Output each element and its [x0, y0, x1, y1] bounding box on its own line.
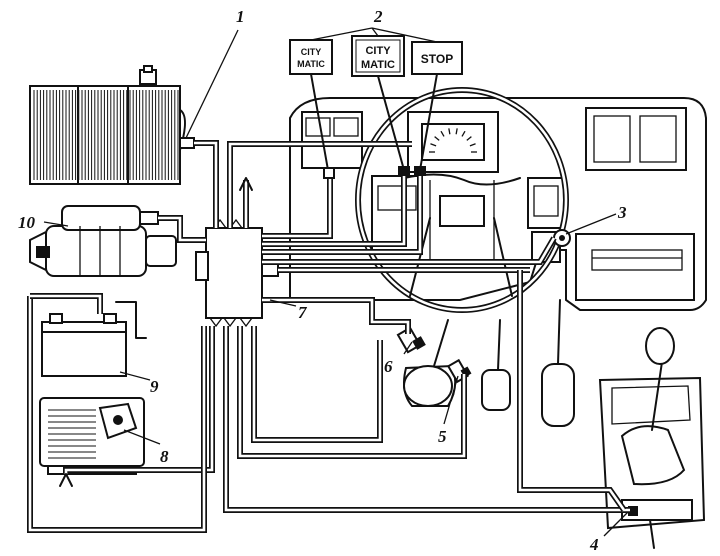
ignition-switch — [553, 229, 571, 247]
callout-10: 10 — [18, 213, 36, 232]
large-citymatic-line2: MATIC — [361, 59, 395, 71]
leader-lines — [43, 27, 629, 537]
callout-4: 4 — [589, 535, 599, 554]
large-citymatic-line1: CITY — [365, 45, 391, 57]
callout-6: 6 — [384, 357, 393, 376]
steering-wheel — [355, 87, 569, 313]
callout-7: 7 — [298, 303, 308, 322]
hatch-line — [455, 128, 458, 135]
small-citymatic-line1: CITY — [301, 47, 322, 57]
callout-8: 8 — [160, 447, 169, 466]
hatch-line — [430, 143, 437, 147]
callout-5: 5 — [438, 427, 447, 446]
callout-9: 9 — [150, 377, 159, 396]
stop-lamp-text: STOP — [421, 52, 453, 66]
dashboard — [289, 97, 707, 311]
hatch-line — [469, 143, 476, 147]
starter-motor — [29, 205, 177, 277]
clutch-sensor — [396, 326, 426, 354]
callout-3: 3 — [617, 203, 627, 222]
hatch-line — [434, 136, 440, 141]
small-citymatic-line2: MATIC — [297, 59, 325, 69]
radiator — [29, 65, 195, 185]
control-unit — [39, 397, 145, 475]
callout-2: 2 — [373, 7, 383, 26]
hatch-line — [461, 130, 466, 137]
callout-1: 1 — [236, 7, 245, 26]
hatch-line — [466, 136, 472, 141]
gear-shifter — [598, 327, 706, 549]
indicator-lamps: CITY MATIC CITY MATIC STOP — [289, 35, 463, 179]
hatch-line — [448, 128, 451, 135]
pedal-assembly — [403, 299, 575, 427]
callout-labels: 1 2 3 4 5 6 7 8 9 10 — [18, 7, 627, 554]
hatch-line — [440, 130, 445, 137]
relay-block — [195, 218, 279, 328]
harness — [27, 140, 630, 533]
battery — [41, 301, 147, 377]
